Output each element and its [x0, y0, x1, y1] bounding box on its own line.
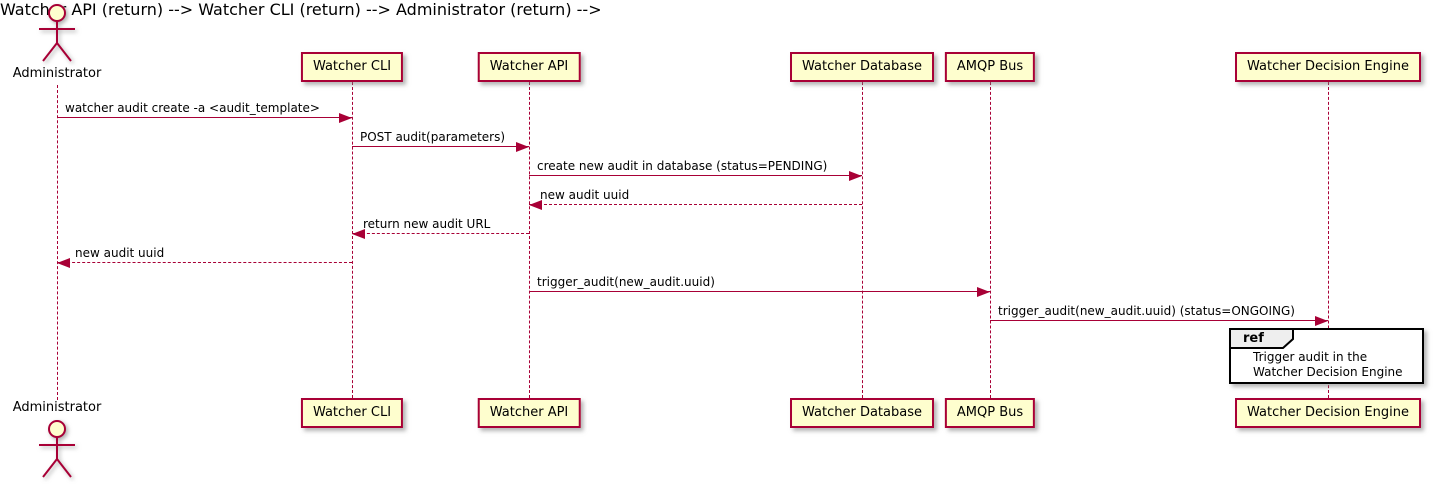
message-arrowhead — [57, 258, 70, 268]
message-line — [352, 233, 529, 234]
message-label: trigger_audit(new_audit.uuid) — [537, 275, 715, 289]
lifeline-watcher-decision-engine — [1328, 82, 1329, 398]
lifeline-watcher-database — [862, 82, 863, 398]
message-label: create new audit in database (status=PEN… — [537, 159, 828, 173]
participant-watcher-database-top: Watcher Database — [790, 52, 934, 82]
message-label: watcher audit create -a <audit_template> — [65, 101, 320, 115]
participant-watcher-cli-top: Watcher CLI — [300, 52, 404, 82]
message-label: trigger_audit(new_audit.uuid) (status=ON… — [998, 304, 1295, 318]
ref-text: Trigger audit in the Watcher Decision En… — [1253, 350, 1403, 380]
participant-amqp-bus-bottom: AMQP Bus — [944, 398, 1036, 428]
ref-text-line2: Watcher Decision Engine — [1253, 365, 1403, 379]
participant-watcher-database-bottom: Watcher Database — [790, 398, 934, 428]
ref-tab-shape — [1229, 328, 1294, 349]
message-line — [57, 117, 352, 118]
participant-watcher-cli-bottom: Watcher CLI — [300, 398, 404, 428]
message-arrowhead — [529, 200, 542, 210]
ref-fragment: ref Trigger audit in the Watcher Decisio… — [1229, 328, 1424, 384]
message-arrowhead — [339, 113, 352, 123]
administrator-label-bottom: Administrator — [12, 400, 102, 415]
participant-watcher-decision-engine-top: Watcher Decision Engine — [1235, 52, 1421, 82]
message-arrowhead — [849, 171, 862, 181]
message-line — [529, 291, 990, 292]
lifeline-watcher-cli — [352, 82, 353, 398]
message-label: new audit uuid — [540, 188, 630, 202]
message-line — [529, 204, 862, 205]
administrator-label-top: Administrator — [12, 66, 102, 81]
ref-keyword: ref — [1243, 331, 1264, 346]
message-line — [57, 262, 352, 263]
message-label: POST audit(parameters) — [360, 130, 506, 144]
participant-watcher-decision-engine-bottom: Watcher Decision Engine — [1235, 398, 1421, 428]
message-arrowhead — [352, 229, 365, 239]
ref-text-line1: Trigger audit in the — [1253, 350, 1368, 364]
lifeline-watcher-api — [529, 82, 530, 398]
message-arrowhead — [1315, 316, 1328, 326]
participant-watcher-api-bottom: Watcher API — [477, 398, 581, 428]
message-arrowhead — [516, 142, 529, 152]
participant-amqp-bus-top: AMQP Bus — [944, 52, 1036, 82]
administrator-actor-icon-bottom — [39, 420, 75, 478]
message-label: new audit uuid — [75, 246, 165, 260]
lifeline-amqp-bus — [990, 82, 991, 398]
administrator-actor-icon — [39, 4, 75, 62]
participant-watcher-api-top: Watcher API — [477, 52, 581, 82]
message-arrowhead — [977, 287, 990, 297]
message-label: return new audit URL — [363, 217, 491, 231]
message-line — [529, 175, 862, 176]
lifeline-administrator — [57, 85, 58, 400]
message-line — [352, 146, 529, 147]
message-line — [990, 320, 1328, 321]
